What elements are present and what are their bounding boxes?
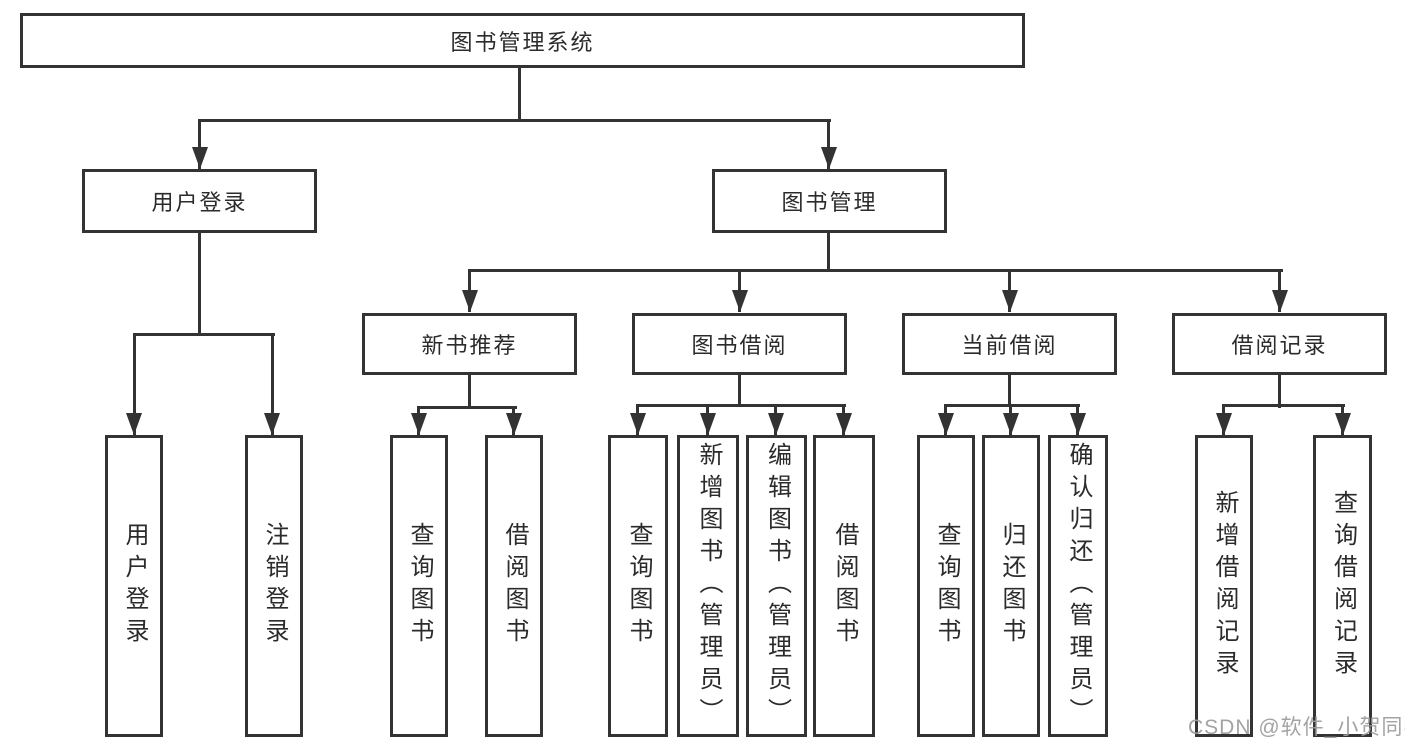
leaf-current-query-book-label: 查询图书 bbox=[933, 522, 960, 650]
node-current-borrow-label: 当前借阅 bbox=[961, 333, 1058, 358]
leaf-current-query-book: 查询图书 bbox=[917, 435, 975, 737]
leaf-return-book-label: 归还图书 bbox=[998, 522, 1025, 650]
connector-line bbox=[271, 335, 274, 435]
connector-line bbox=[468, 375, 471, 408]
arrowhead-down-icon bbox=[1002, 290, 1018, 312]
leaf-user-login: 用户登录 bbox=[105, 435, 163, 737]
connector-line bbox=[198, 119, 831, 122]
leaf-add-borrow-record: 新增借阅记录 bbox=[1195, 435, 1253, 737]
node-user-login: 用户登录 bbox=[82, 169, 317, 233]
node-new-book-recommend-label: 新书推荐 bbox=[421, 333, 518, 358]
leaf-confirm-return-admin: 确认归还（管理员） bbox=[1048, 435, 1108, 737]
arrowhead-down-icon bbox=[1216, 413, 1232, 435]
node-book-management: 图书管理 bbox=[712, 169, 947, 233]
arrowhead-down-icon bbox=[192, 147, 208, 169]
connector-line bbox=[198, 121, 201, 169]
connector-line bbox=[1278, 375, 1281, 408]
leaf-borrow-query-book-label: 查询图书 bbox=[625, 522, 652, 650]
leaf-recommend-query-book-label: 查询图书 bbox=[406, 522, 433, 650]
leaf-logout: 注销登录 bbox=[245, 435, 303, 737]
node-root-label: 图书管理系统 bbox=[450, 29, 595, 55]
leaf-add-book-admin-label: 新增图书（管理员） bbox=[695, 442, 722, 730]
leaf-borrow-book-label: 借阅图书 bbox=[831, 522, 858, 650]
arrowhead-down-icon bbox=[938, 413, 954, 435]
node-current-borrow: 当前借阅 bbox=[902, 313, 1117, 375]
connector-line bbox=[417, 406, 517, 409]
arrowhead-down-icon bbox=[1272, 290, 1288, 312]
leaf-recommend-borrow-book-label: 借阅图书 bbox=[501, 522, 528, 650]
arrowhead-down-icon bbox=[462, 290, 478, 312]
node-user-login-label: 用户登录 bbox=[151, 190, 248, 215]
arrowhead-down-icon bbox=[821, 147, 837, 169]
leaf-user-login-label: 用户登录 bbox=[121, 522, 148, 650]
arrowhead-down-icon bbox=[1335, 413, 1351, 435]
connector-line bbox=[1008, 375, 1011, 406]
leaf-return-book: 归还图书 bbox=[982, 435, 1040, 737]
connector-line bbox=[944, 404, 1080, 407]
connector-line bbox=[827, 121, 830, 169]
leaf-add-book-admin: 新增图书（管理员） bbox=[677, 435, 739, 737]
arrowhead-down-icon bbox=[411, 413, 427, 435]
node-book-borrow: 图书借阅 bbox=[632, 313, 847, 375]
arrowhead-down-icon bbox=[630, 413, 646, 435]
arrowhead-down-icon bbox=[768, 413, 784, 435]
arrowhead-down-icon bbox=[836, 413, 852, 435]
node-borrow-records-label: 借阅记录 bbox=[1231, 333, 1328, 358]
connector-line bbox=[1222, 404, 1345, 407]
csdn-watermark: CSDN @软件_小贺同学 bbox=[1188, 716, 1405, 739]
leaf-query-borrow-record-label: 查询借阅记录 bbox=[1329, 490, 1357, 682]
arrowhead-down-icon bbox=[264, 413, 280, 435]
leaf-add-borrow-record-label: 新增借阅记录 bbox=[1211, 490, 1238, 682]
leaf-borrow-book: 借阅图书 bbox=[813, 435, 875, 737]
arrowhead-down-icon bbox=[732, 290, 748, 312]
connector-line bbox=[518, 68, 521, 121]
leaf-edit-book-admin-label: 编辑图书（管理员） bbox=[763, 442, 791, 730]
node-book-borrow-label: 图书借阅 bbox=[691, 333, 788, 358]
connector-line bbox=[738, 375, 741, 406]
leaf-recommend-borrow-book: 借阅图书 bbox=[485, 435, 543, 737]
arrowhead-down-icon bbox=[700, 413, 716, 435]
leaf-recommend-query-book: 查询图书 bbox=[390, 435, 448, 737]
leaf-confirm-return-admin-label: 确认归还（管理员） bbox=[1065, 442, 1092, 730]
node-root: 图书管理系统 bbox=[20, 13, 1025, 68]
connector-line bbox=[827, 233, 830, 271]
connector-line bbox=[133, 335, 136, 435]
arrowhead-down-icon bbox=[1003, 413, 1019, 435]
arrowhead-down-icon bbox=[1070, 413, 1086, 435]
leaf-borrow-query-book: 查询图书 bbox=[608, 435, 668, 737]
arrowhead-down-icon bbox=[506, 413, 522, 435]
node-book-management-label: 图书管理 bbox=[781, 190, 878, 215]
node-new-book-recommend: 新书推荐 bbox=[362, 313, 577, 375]
leaf-query-borrow-record: 查询借阅记录 bbox=[1313, 435, 1372, 737]
connector-line bbox=[133, 333, 275, 336]
node-borrow-records: 借阅记录 bbox=[1172, 313, 1387, 375]
connector-line bbox=[198, 233, 201, 335]
leaf-edit-book-admin: 编辑图书（管理员） bbox=[746, 435, 807, 737]
connector-line bbox=[636, 404, 846, 407]
arrowhead-down-icon bbox=[126, 413, 142, 435]
connector-line bbox=[468, 269, 1283, 272]
leaf-logout-label: 注销登录 bbox=[261, 522, 288, 650]
